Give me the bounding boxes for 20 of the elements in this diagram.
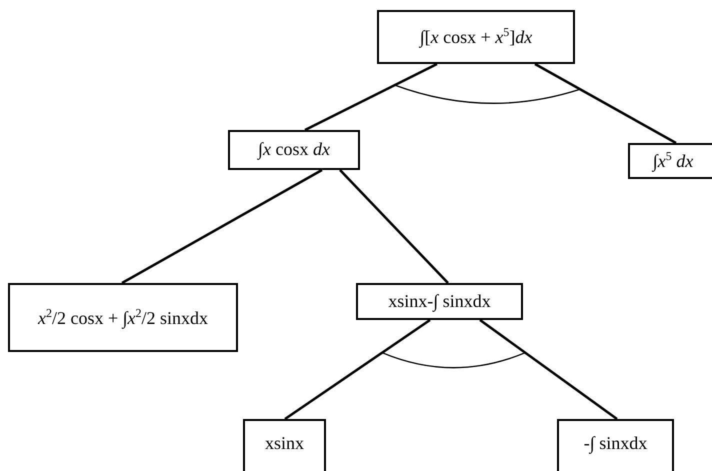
- connector-line: [304, 62, 438, 132]
- formula-text: xsinx: [264, 433, 304, 455]
- formula-box: [228, 130, 360, 170]
- connector-line: [339, 169, 449, 284]
- formula-box: [8, 283, 238, 352]
- connector-line: [284, 318, 431, 420]
- connector-line: [479, 318, 618, 420]
- formula-text: xsinx-∫ sinxdx: [388, 290, 491, 312]
- connector-line: [534, 62, 677, 144]
- formula-text: -∫ sinxdx: [584, 433, 648, 455]
- formula-text: ∫x cosx dx: [258, 139, 330, 161]
- formula-box: [243, 419, 326, 471]
- formula-box: [356, 283, 523, 320]
- formula-box: [377, 10, 575, 64]
- formula-box: [557, 419, 674, 471]
- formula-text: x$^{2}$/2 cosx + ∫x$^{2}$/2 sinxdx: [38, 306, 208, 330]
- formula-text: ∫[x cosx + x$^{5}$]dx: [420, 25, 532, 49]
- formula-text: ∫x$^{5}$ dx: [652, 149, 694, 173]
- connector-line: [121, 168, 323, 284]
- formula-box: [628, 143, 712, 179]
